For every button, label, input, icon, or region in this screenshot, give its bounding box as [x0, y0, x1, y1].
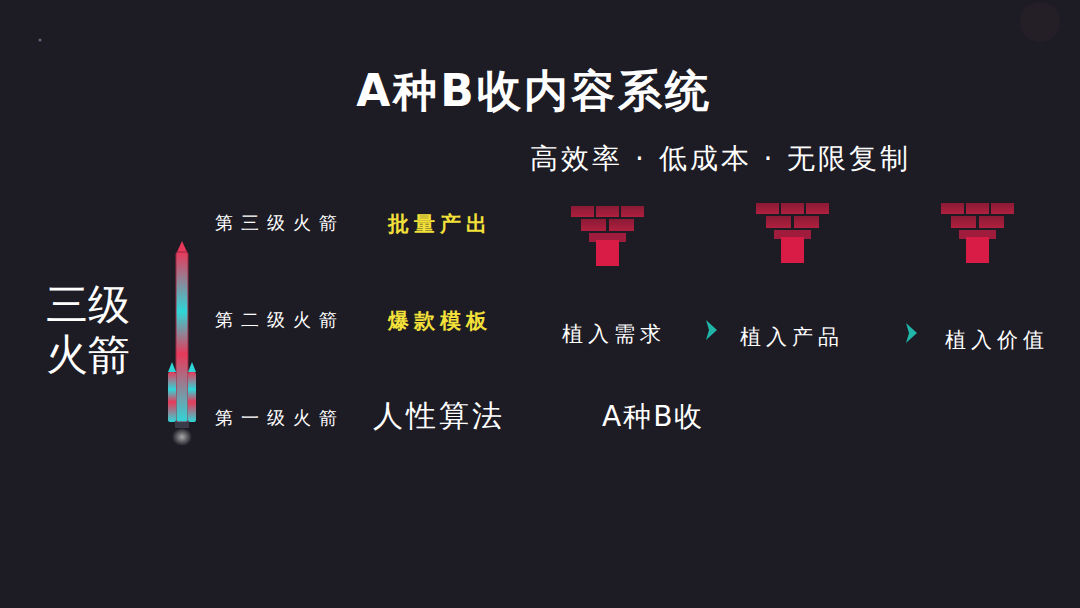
- step-label: 植入价值: [945, 326, 1049, 354]
- arrow-icon: [906, 323, 917, 343]
- stage-label: 第二级火箭: [215, 308, 345, 332]
- rocket-illustration: [168, 241, 196, 446]
- stage-title: 爆款模板: [388, 307, 492, 335]
- core-label: A种B收: [602, 398, 704, 436]
- arrow-icon: [706, 320, 717, 340]
- stage-title: 人性算法: [373, 396, 505, 437]
- title: A种B收内容系统: [0, 62, 1074, 121]
- step-label: 植入产品: [740, 323, 844, 351]
- glow-spot: [1020, 2, 1060, 42]
- stage-title: 批量产出: [388, 210, 492, 238]
- block-icon: [941, 203, 1014, 263]
- subtitle: 高效率 · 低成本 · 无限复制: [530, 140, 911, 178]
- block-icon: [756, 203, 829, 263]
- stage-label: 第一级火箭: [215, 406, 345, 430]
- block-icon: [571, 206, 644, 266]
- stage-label: 第三级火箭: [215, 211, 345, 235]
- step-label: 植入需求: [562, 320, 666, 348]
- star-dot: [39, 39, 42, 42]
- side-heading: 三级 火箭: [20, 280, 155, 380]
